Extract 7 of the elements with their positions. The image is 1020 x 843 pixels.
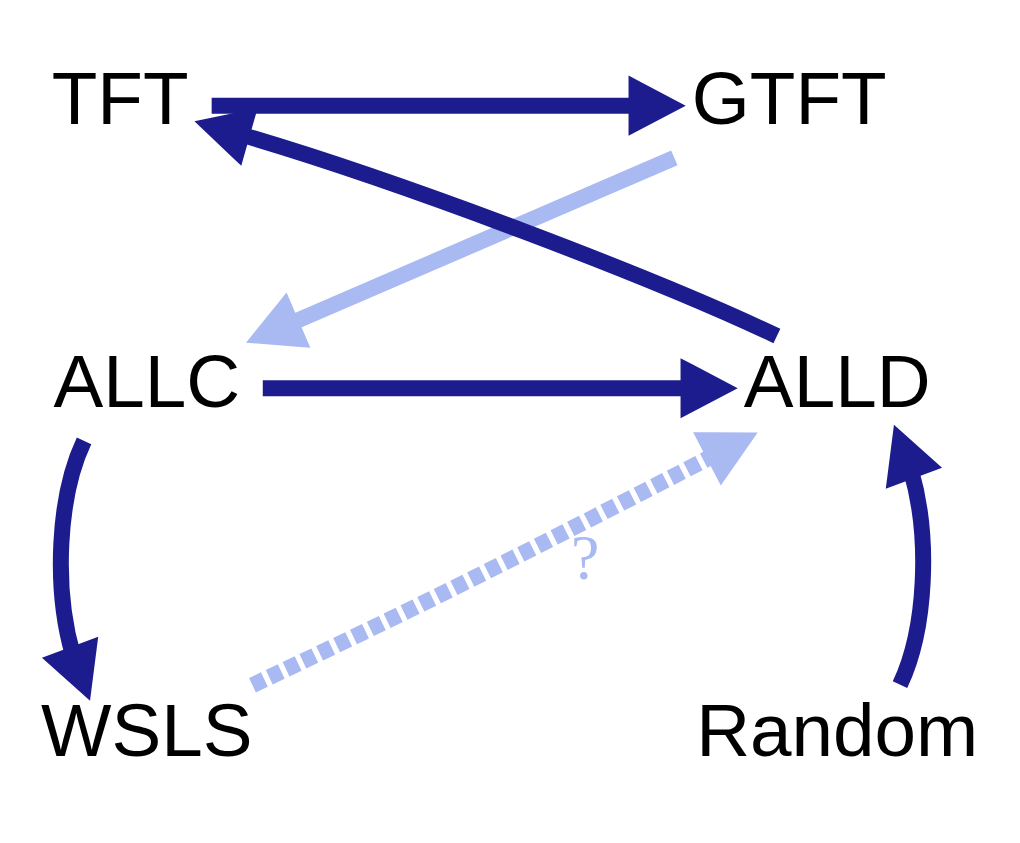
node-text: WSLS	[41, 687, 253, 772]
edge-label: ?	[571, 522, 600, 594]
node-text: Random	[696, 687, 979, 772]
node-text: TFT	[51, 56, 189, 141]
node-text: ALLD	[743, 338, 931, 423]
node-text: ALLC	[53, 338, 241, 423]
node-text: GTFT	[691, 56, 887, 141]
